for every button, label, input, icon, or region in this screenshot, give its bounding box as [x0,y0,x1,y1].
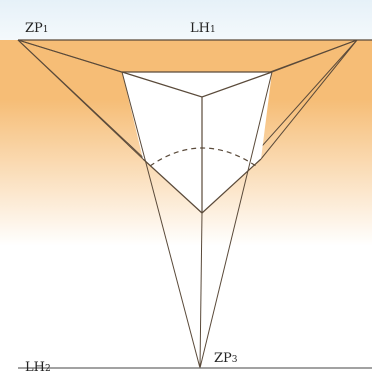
cube-right-face [202,72,272,213]
zp2-line-to-right-lower [260,39,358,160]
sky-band [0,0,372,40]
dashed-arc [149,147,257,167]
cube-top-face [122,72,272,97]
cube-left-face [122,72,202,213]
cube-edge-bottom-left [142,158,203,214]
label-zp3: ZP3 [214,351,238,366]
cube-edges [121,71,273,214]
label-lh2: LH2 [25,360,51,372]
cube-edge-bottom-right [201,158,262,214]
label-lh1: LH1 [190,21,216,36]
zp3-line-left [121,71,201,369]
zp3-line-right [199,71,273,369]
label-zp1: ZP1 [25,21,49,36]
zp3-convergence-lines [121,71,273,369]
zp3-line-center [199,212,203,369]
